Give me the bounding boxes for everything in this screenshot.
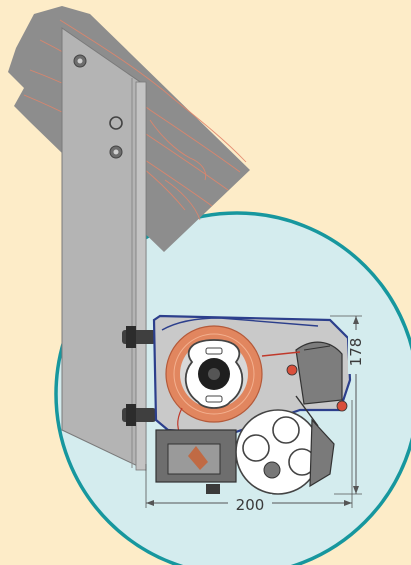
screw-middle (109, 145, 123, 159)
width-dimension (145, 400, 353, 514)
width-dimension-label: 200 (236, 496, 265, 514)
bolt-lower (122, 404, 156, 426)
bolt-upper (122, 326, 156, 348)
mounting-hole (109, 116, 123, 130)
height-dimension (330, 315, 364, 495)
screw-top (73, 54, 87, 68)
mounting-bracket (61, 27, 147, 471)
arm-mechanism (155, 395, 335, 495)
fabric-line (261, 351, 301, 357)
roller-end-plate (184, 339, 244, 409)
front-profile (286, 341, 348, 412)
height-dimension-label: 178 (347, 338, 365, 367)
